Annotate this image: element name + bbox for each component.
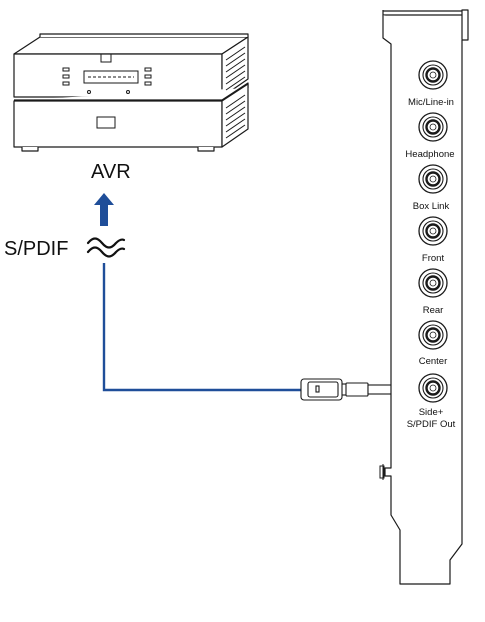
port-label-center: Center xyxy=(419,356,448,367)
port-headphone xyxy=(418,112,448,142)
port-mic-line-in xyxy=(418,60,448,90)
signal-wave-icon xyxy=(86,237,126,258)
port-rear xyxy=(418,268,448,298)
port-label-box-link: Box Link xyxy=(413,201,450,212)
port-label-mic-line-in: Mic/Line-in xyxy=(408,97,454,108)
port-label-spdif-out: S/PDIF Out xyxy=(407,419,456,430)
port-center xyxy=(418,320,448,350)
port-box-link xyxy=(418,164,448,194)
avr-device xyxy=(13,33,249,152)
bracket-details xyxy=(379,464,385,480)
spdif-cable xyxy=(102,263,306,392)
avr-label: AVR xyxy=(91,161,131,183)
port-front xyxy=(418,216,448,246)
port-label-rear: Rear xyxy=(423,305,444,316)
avr-details xyxy=(62,46,246,139)
port-label-side: Side+ xyxy=(419,407,444,418)
port-label-headphone: Headphone xyxy=(405,149,454,160)
port-label-front: Front xyxy=(422,253,445,264)
optical-connector xyxy=(300,378,393,401)
port-side-spdif-out xyxy=(418,373,448,403)
signal-arrow xyxy=(94,193,114,226)
sound-card-bracket xyxy=(382,9,469,585)
spdif-label: S/PDIF xyxy=(4,238,68,260)
